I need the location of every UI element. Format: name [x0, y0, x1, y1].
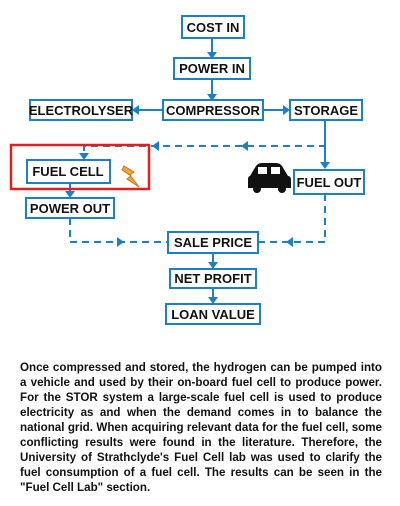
node-label: SALE PRICE [174, 235, 252, 250]
node-compressor: COMPRESSOR [162, 99, 264, 121]
arrow-head [207, 52, 217, 59]
node-label: FUEL OUT [297, 175, 362, 190]
arrow-head [208, 262, 218, 269]
fuel-cell-highlight [9, 143, 151, 191]
arrow-head [132, 105, 139, 115]
lightning-icon [121, 165, 140, 188]
arrow-head [241, 141, 248, 151]
node-fuel-cell: FUEL CELL [26, 159, 111, 184]
arrow-head [320, 162, 330, 169]
node-label: ELECTROLYSER [29, 103, 134, 118]
node-cost-in: COST IN [181, 15, 245, 39]
node-electrolyser: ELECTROLYSER [29, 99, 134, 121]
node-power-in: POWER IN [173, 57, 251, 80]
node-label: FUEL CELL [32, 164, 103, 179]
arrow-head [65, 191, 75, 198]
node-label: COMPRESSOR [166, 103, 261, 118]
arrow-head [152, 141, 159, 151]
flow-diagram: COST IN POWER IN ELECTROLYSER COMPRESSOR… [9, 15, 365, 325]
arrow-head [208, 297, 218, 304]
arrow-head [286, 237, 293, 247]
node-loan-value: LOAN VALUE [165, 303, 261, 325]
node-label: COST IN [187, 20, 240, 35]
solid-connectors [65, 38, 330, 304]
node-power-out: POWER OUT [25, 197, 115, 219]
connector-power-out-to-sale [69, 218, 168, 243]
node-net-profit: NET PROFIT [169, 268, 257, 289]
node-label: NET PROFIT [174, 271, 251, 286]
node-label: POWER IN [179, 61, 245, 76]
arrow-head [283, 105, 290, 115]
dashed-connectors [69, 121, 326, 247]
arrow-head [79, 153, 89, 160]
node-sale-price: SALE PRICE [167, 231, 259, 254]
node-label: STORAGE [294, 103, 358, 118]
node-storage: STORAGE [289, 99, 363, 121]
node-fuel-out: FUEL OUT [293, 169, 365, 195]
node-label: POWER OUT [30, 201, 110, 216]
node-label: LOAN VALUE [171, 307, 255, 322]
connector-storage-to-fuel-cell [83, 121, 326, 153]
arrow-head [117, 237, 124, 247]
description-paragraph: Once compressed and stored, the hydrogen… [20, 361, 382, 494]
car-icon [248, 163, 291, 193]
arrow-head [207, 94, 217, 101]
connector-fuel-out-to-sale [258, 194, 326, 243]
